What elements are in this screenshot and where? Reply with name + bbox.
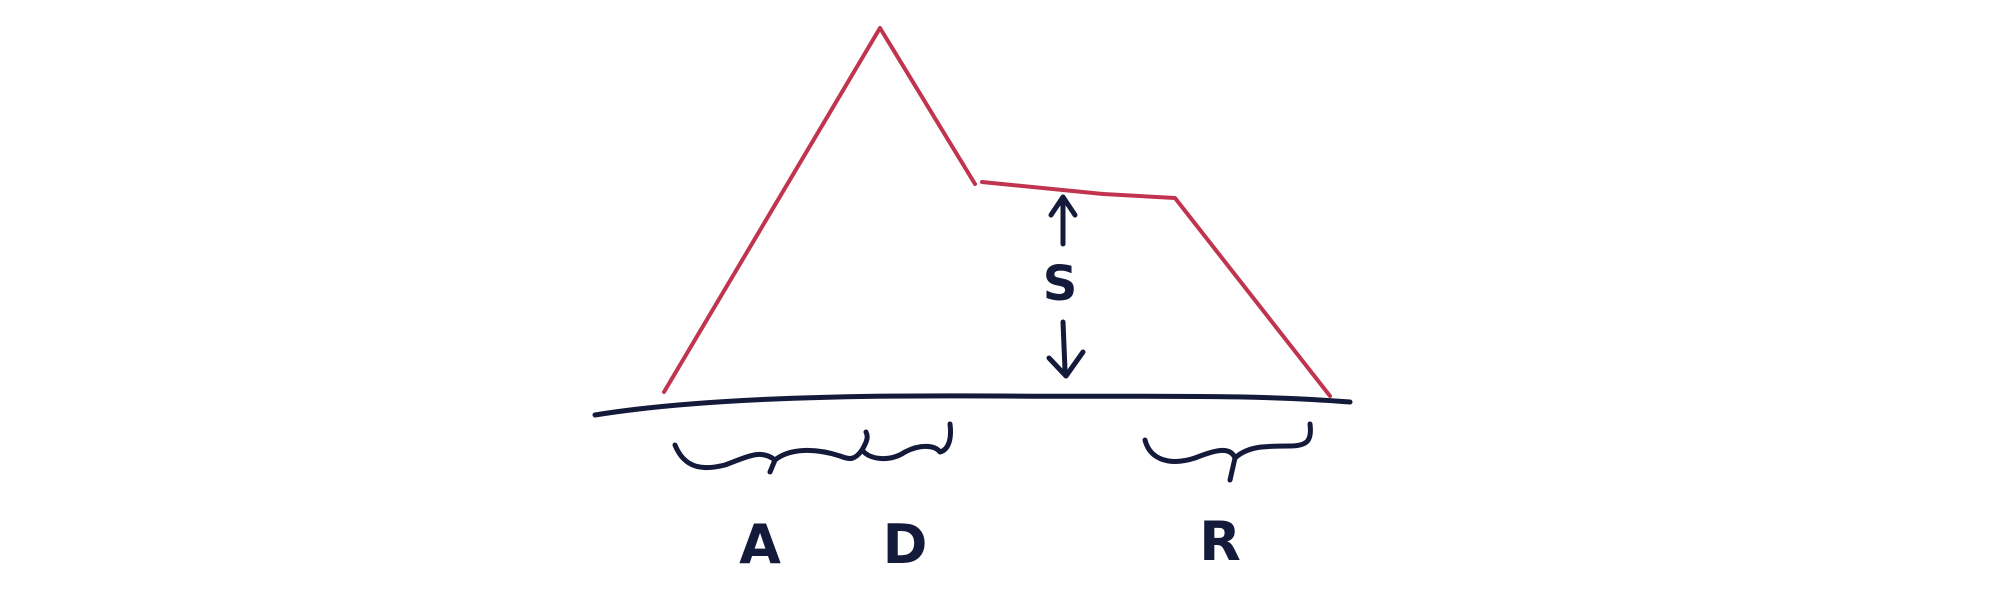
sustain-arrow-head-bottom	[1046, 349, 1086, 379]
sustain-arrow-head-top	[1048, 194, 1078, 218]
release-label: R	[1199, 510, 1241, 573]
decay-label: D	[883, 513, 928, 576]
release-brace	[1142, 421, 1313, 483]
envelope-curve	[662, 26, 1332, 398]
sustain-label: S	[1043, 256, 1078, 312]
attack-decay-brace	[672, 421, 953, 475]
sustain-arrow-shaft-bottom	[1060, 319, 1068, 373]
attack-label: A	[739, 513, 781, 576]
baseline	[592, 393, 1353, 418]
